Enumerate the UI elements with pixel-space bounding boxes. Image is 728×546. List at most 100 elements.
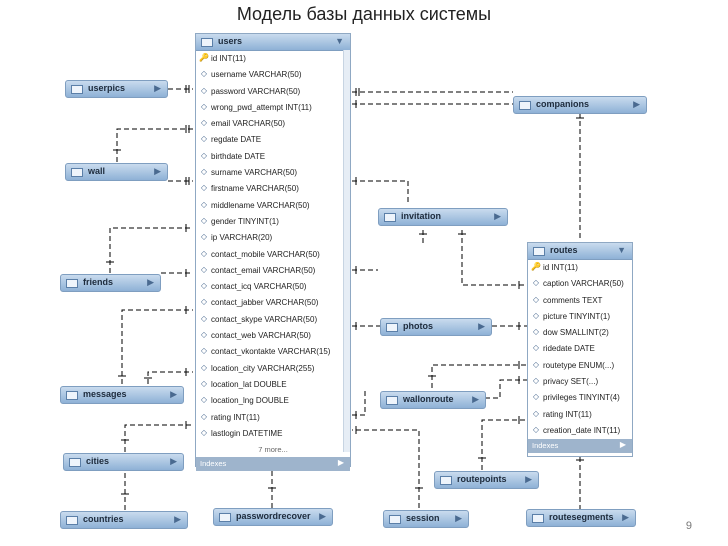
column-row[interactable]: ◇location_city VARCHAR(255) [196,361,350,377]
column-row[interactable]: ◇picture TINYINT(1) [528,309,632,325]
table-invitation[interactable]: invitation ▶ [378,208,508,226]
triangle-arrow-icon[interactable]: ▶ [337,458,344,468]
triangle-arrow-icon[interactable]: ▶ [170,456,177,466]
table-header[interactable]: users ▼ [196,34,350,51]
triangle-arrow-icon[interactable]: ▶ [619,440,626,450]
link-userpics-wall [116,128,193,162]
table-users[interactable]: users ▼ 🔑id INT(11)◇username VARCHAR(50)… [195,33,351,472]
triangle-arrow-icon[interactable]: ▶ [170,389,177,399]
triangle-arrow-icon[interactable]: ▼ [617,245,626,255]
column-row[interactable]: ◇lastlogin DATETIME [196,426,350,442]
column-row[interactable]: ◇password VARCHAR(50) [196,84,350,100]
table-userpics[interactable]: userpics ▶ [65,80,168,98]
table-name: wall [88,166,106,176]
column-row[interactable]: ◇contact_email VARCHAR(50) [196,263,350,279]
column-row[interactable]: ◇birthdate DATE [196,149,350,165]
primary-key-icon: 🔑 [531,262,541,271]
column-label: email VARCHAR(50) [211,119,286,129]
table-icon [389,515,401,524]
triangle-arrow-icon[interactable]: ▶ [478,321,485,331]
link-invitation-a [352,180,409,205]
column-row[interactable]: ◇privacy SET(...) [528,374,632,390]
column-row[interactable]: 🔑id INT(11) [528,260,632,276]
triangle-arrow-icon[interactable]: ▶ [147,277,154,287]
column-diamond-icon: ◇ [532,359,540,369]
scrollbar[interactable] [343,50,350,452]
column-label: location_lat DOUBLE [211,379,287,389]
triangle-arrow-icon[interactable]: ▶ [154,83,161,93]
triangle-arrow-icon[interactable]: ▶ [633,99,640,109]
table-name: companions [536,99,590,109]
column-row[interactable]: ◇contact_mobile VARCHAR(50) [196,247,350,263]
triangle-arrow-icon[interactable]: ▶ [174,514,181,524]
column-row[interactable]: ◇middlename VARCHAR(50) [196,198,350,214]
table-passwordrecover[interactable]: passwordrecover ▶ [213,508,333,526]
column-diamond-icon: ◇ [200,69,208,79]
primary-key-icon: 🔑 [199,53,209,62]
table-name: routes [550,245,578,255]
indexes-bar[interactable]: Indexes ▶ [196,457,350,472]
table-companions[interactable]: companions ▶ [513,96,647,114]
link-messages [121,309,193,384]
table-wallonroute[interactable]: wallonroute ▶ [380,391,486,409]
table-messages[interactable]: messages ▶ [60,386,184,404]
triangle-arrow-icon[interactable]: ▼ [335,36,344,46]
column-row[interactable]: ◇ridedate DATE [528,341,632,357]
column-row[interactable]: ◇location_lat DOUBLE [196,377,350,393]
triangle-arrow-icon[interactable]: ▶ [154,166,161,176]
column-row[interactable]: ◇comments TEXT [528,293,632,309]
table-header[interactable]: routes ▼ [528,243,632,260]
column-label: id INT(11) [211,54,246,63]
column-label: birthdate DATE [211,151,266,161]
column-row[interactable]: ◇surname VARCHAR(50) [196,165,350,181]
column-label: rating INT(11) [211,412,260,422]
triangle-arrow-icon[interactable]: ▶ [319,511,326,521]
table-name: photos [403,321,433,331]
triangle-arrow-icon[interactable]: ▶ [472,394,479,404]
table-routepoints[interactable]: routepoints ▶ [434,471,539,489]
table-routes[interactable]: routes ▼ 🔑id INT(11)◇caption VARCHAR(50)… [527,242,633,457]
column-row[interactable]: ◇contact_icq VARCHAR(50) [196,279,350,295]
column-label: wrong_pwd_attempt INT(11) [211,102,312,112]
triangle-arrow-icon[interactable]: ▶ [622,512,629,522]
table-wall[interactable]: wall ▶ [65,163,168,181]
column-row[interactable]: ◇email VARCHAR(50) [196,116,350,132]
table-name: cities [86,456,110,466]
triangle-arrow-icon[interactable]: ▶ [455,513,462,523]
column-row[interactable]: ◇contact_skype VARCHAR(50) [196,312,350,328]
table-friends[interactable]: friends ▶ [60,274,161,292]
column-row[interactable]: ◇regdate DATE [196,132,350,148]
indexes-bar[interactable]: Indexes ▶ [528,439,632,454]
triangle-arrow-icon[interactable]: ▶ [494,211,501,221]
column-row[interactable]: ◇contact_web VARCHAR(50) [196,328,350,344]
column-row[interactable]: ◇username VARCHAR(50) [196,67,350,83]
column-row[interactable]: ◇contact_jabber VARCHAR(50) [196,295,350,311]
table-cities[interactable]: cities ▶ [63,453,184,471]
more-columns-label[interactable]: 7 more... [258,445,288,455]
table-session[interactable]: session ▶ [383,510,469,528]
column-diamond-icon: ◇ [200,330,208,340]
column-row[interactable]: ◇wrong_pwd_attempt INT(11) [196,100,350,116]
column-row[interactable]: 🔑id INT(11) [196,51,350,67]
link-invitation-routes [461,230,527,286]
column-row[interactable]: ◇firstname VARCHAR(50) [196,181,350,197]
column-row[interactable]: ◇caption VARCHAR(50) [528,276,632,292]
column-row[interactable]: ◇routetype ENUM(...) [528,358,632,374]
column-row[interactable]: ◇contact_vkontakte VARCHAR(15) [196,344,350,360]
table-routesegments[interactable]: routesegments ▶ [526,509,636,527]
column-row[interactable]: ◇ip VARCHAR(20) [196,230,350,246]
table-photos[interactable]: photos ▶ [380,318,492,336]
table-name: passwordrecover [236,511,311,521]
column-row[interactable]: ◇rating INT(11) [528,407,632,423]
triangle-arrow-icon[interactable]: ▶ [525,474,532,484]
column-row[interactable]: ◇gender TINYINT(1) [196,214,350,230]
column-row[interactable]: ◇creation_date INT(11) [528,423,632,439]
column-row[interactable]: ◇location_lng DOUBLE [196,393,350,409]
column-row[interactable]: ◇rating INT(11) [196,410,350,426]
table-name: friends [83,277,114,287]
column-list: 🔑id INT(11)◇caption VARCHAR(50)◇comments… [528,260,632,439]
column-row[interactable]: ◇privileges TINYINT(4) [528,390,632,406]
table-countries[interactable]: countries ▶ [60,511,188,529]
column-row[interactable]: ◇dow SMALLINT(2) [528,325,632,341]
